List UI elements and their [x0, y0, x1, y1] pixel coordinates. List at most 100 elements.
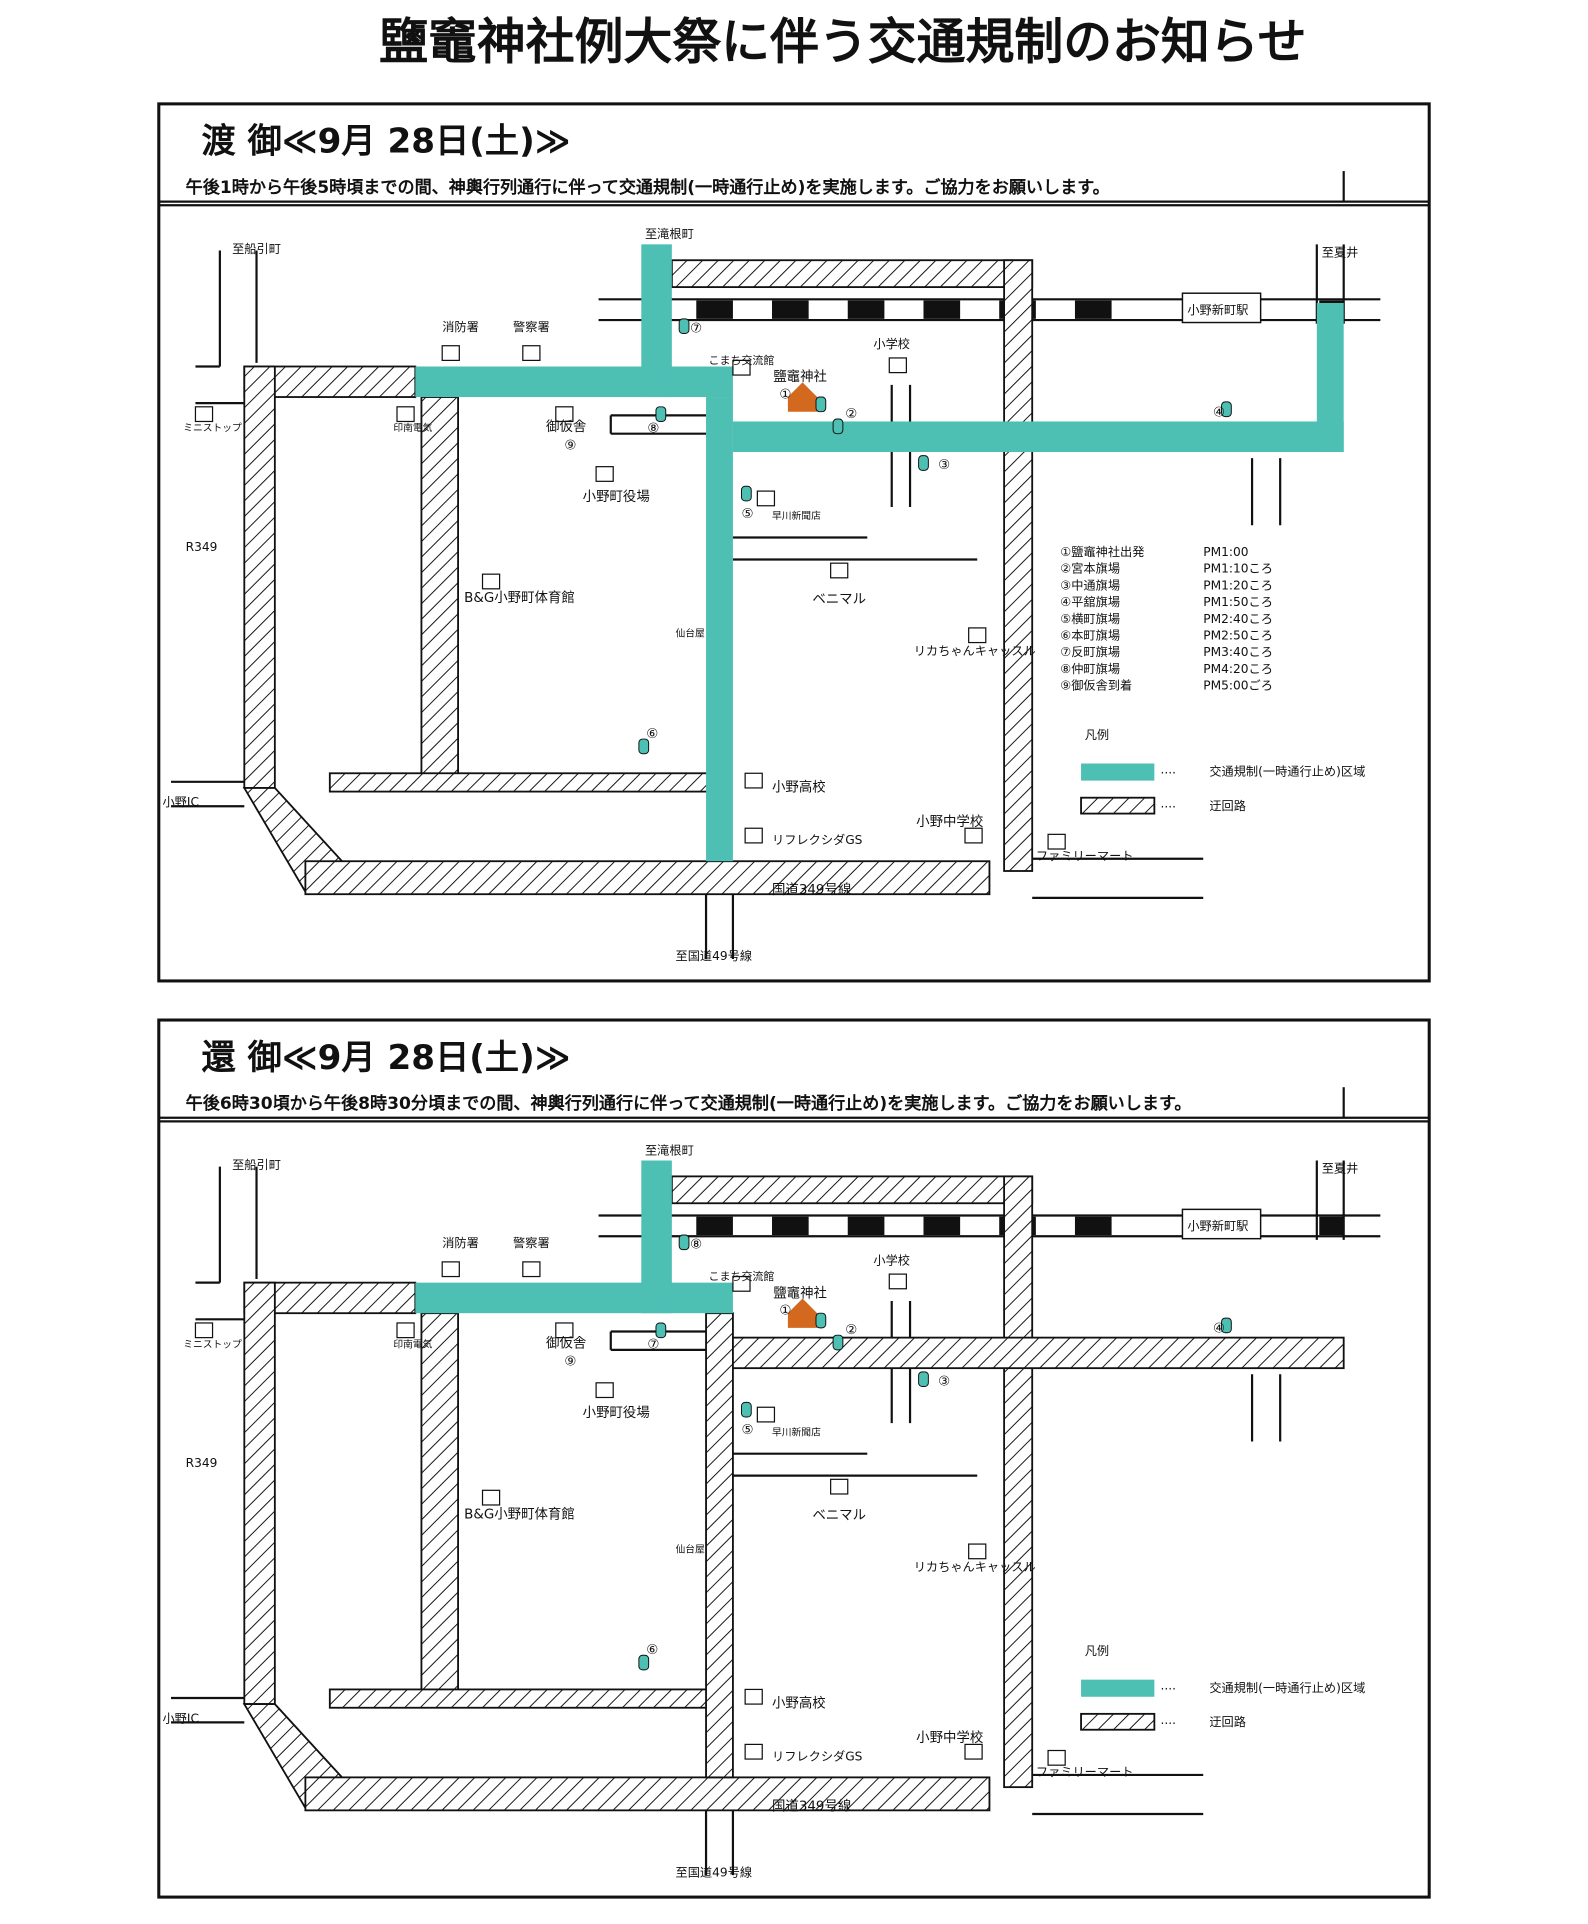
- flag-station-icon: [638, 1654, 650, 1671]
- schedule-stop: ③中通旗場: [1060, 577, 1120, 592]
- stop-marker: ③: [938, 458, 950, 473]
- detour-road: [243, 365, 276, 789]
- stop-marker: ⑥: [646, 1643, 658, 1658]
- label-ono-ic: 小野IC: [162, 795, 199, 809]
- building-icon: [830, 562, 849, 579]
- label-shrine: 鹽竈神社: [773, 369, 827, 385]
- station-box: [1181, 1208, 1262, 1240]
- stop-marker: ④: [1213, 1322, 1225, 1337]
- railway-block: [1319, 1216, 1344, 1236]
- label-gym: B&G小野町体育館: [464, 1506, 575, 1522]
- label-town-hall: 小野町役場: [583, 489, 650, 505]
- building-icon: [888, 357, 907, 374]
- restricted-road: [641, 244, 672, 398]
- railway-block: [923, 1216, 961, 1236]
- label-elementary-school: 小学校: [873, 336, 910, 351]
- building-icon: [555, 406, 574, 423]
- stop-marker: ②: [845, 1323, 857, 1338]
- detour-road: [670, 1175, 1034, 1205]
- stop-marker: ⑦: [647, 1338, 659, 1353]
- label-familymart: ファミリーマート: [1036, 1765, 1134, 1779]
- legend-title: 凡例: [1085, 728, 1109, 742]
- flag-station-icon: [815, 396, 827, 413]
- building-icon: [441, 345, 460, 362]
- label-gas-station: リフレクシダGS: [772, 1748, 863, 1763]
- building-icon: [595, 1382, 614, 1399]
- railway-block: [847, 1216, 885, 1236]
- label-ministop: ミニストップ: [183, 422, 242, 434]
- stop-marker: ⑤: [741, 1423, 753, 1438]
- flag-station-icon: [655, 406, 667, 422]
- building-icon: [522, 1261, 541, 1278]
- building-icon: [968, 1543, 987, 1560]
- building-icon: [744, 1743, 763, 1760]
- label-shrine: 鹽竈神社: [773, 1285, 827, 1301]
- legend-dots: ····: [1160, 800, 1176, 814]
- schedule-time: PM1:10ころ: [1203, 562, 1273, 576]
- panel-notice: 午後1時から午後5時頃までの間、神輿行列通行に伴って交通規制(一時通行止め)を実…: [186, 177, 1110, 198]
- building-icon: [481, 573, 501, 590]
- restricted-road: [732, 421, 1344, 453]
- flag-station-icon: [678, 318, 690, 335]
- building-icon: [756, 1406, 776, 1423]
- building-icon: [732, 359, 751, 376]
- flag-station-icon: [740, 485, 752, 502]
- schedule-stop: ②宮本旗場: [1060, 561, 1120, 576]
- detour-road: [304, 860, 991, 896]
- label-benimaru: ベニマル: [812, 1509, 866, 1524]
- restricted-road: [415, 1282, 733, 1314]
- label-komachi: こまち交流館: [708, 1269, 774, 1283]
- building-icon: [194, 406, 214, 423]
- label-rika-castle: リカちゃんキャッスル: [914, 1560, 1036, 1574]
- label-r349: R349: [186, 1456, 218, 1470]
- building-icon: [732, 1275, 751, 1292]
- schedule-time: PM2:40ころ: [1203, 612, 1273, 626]
- schedule-time: PM2:50ころ: [1203, 629, 1273, 643]
- restricted-road: [1316, 302, 1344, 453]
- flag-station-icon: [638, 738, 650, 755]
- detour-road: [732, 1336, 1345, 1370]
- building-icon: [968, 627, 987, 644]
- detour-road: [705, 1312, 734, 1779]
- detour-road: [304, 1776, 991, 1812]
- building-icon: [830, 1478, 849, 1495]
- schedule-stop: ⑤横町旗場: [1060, 611, 1120, 626]
- stop-marker: ⑨: [564, 439, 576, 454]
- label-okarisha: 御仮舎: [546, 1335, 586, 1351]
- label-town-hall: 小野町役場: [583, 1405, 650, 1421]
- stop-marker: ③: [938, 1374, 950, 1389]
- legend-detour-label: 迂回路: [1209, 1714, 1246, 1729]
- label-hayakawa: 早川新聞店: [772, 1425, 821, 1438]
- label-komachi: こまち交流館: [708, 353, 774, 367]
- building-icon: [756, 490, 776, 507]
- restricted-road: [706, 397, 733, 862]
- label-route-49: 至国道49号線: [676, 1864, 753, 1879]
- legend-title: 凡例: [1085, 1644, 1109, 1658]
- flag-station-icon: [815, 1312, 827, 1329]
- detour-road: [420, 1312, 459, 1693]
- label-natsui: 至夏井: [1322, 246, 1359, 260]
- label-sendaiya: 仙台屋: [676, 1543, 706, 1556]
- restricted-road: [415, 366, 733, 398]
- panel-togyo: 渡 御≪9月 28日(土)≫午後1時から午後5時頃までの間、神輿行列通行に伴って…: [157, 102, 1431, 983]
- building-icon: [964, 1743, 983, 1760]
- label-rika-castle: リカちゃんキャッスル: [914, 644, 1036, 658]
- railway-block: [1074, 1216, 1112, 1236]
- label-high-school: 小野高校: [772, 779, 826, 796]
- label-natsui: 至夏井: [1322, 1162, 1359, 1176]
- flag-station-icon: [678, 1234, 690, 1251]
- label-familymart: ファミリーマート: [1036, 849, 1134, 863]
- building-icon: [522, 345, 541, 362]
- schedule-stop: ⑦反町旗場: [1060, 644, 1120, 659]
- building-icon: [1047, 1749, 1066, 1766]
- flag-station-icon: [655, 1322, 667, 1339]
- building-icon: [194, 1322, 214, 1339]
- schedule-stop: ④平舘旗場: [1060, 594, 1120, 609]
- legend-restricted-label: 交通規制(一時通行止め)区域: [1209, 1680, 1365, 1695]
- label-sendaiya: 仙台屋: [676, 626, 706, 639]
- panel-frame: [157, 102, 1431, 983]
- label-elementary-school: 小学校: [873, 1252, 910, 1267]
- label-route-349: 国道349号線: [772, 1798, 851, 1814]
- schedule-time: PM4:20ころ: [1203, 662, 1273, 676]
